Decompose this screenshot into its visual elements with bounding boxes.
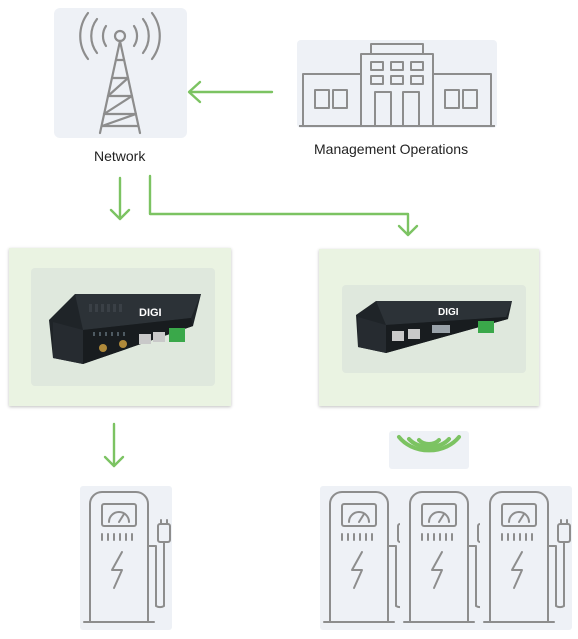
right-router-panel: DIGI [342,285,526,373]
left-router-image: DIGI [49,294,201,364]
right-router-box: DIGI [319,249,539,406]
left-router-box: DIGI [9,248,231,406]
left-router-brand: DIGI [139,307,162,319]
ev-charger-3 [480,486,572,630]
right-router-brand: DIGI [438,307,459,318]
ev-charger-group [320,486,572,630]
arrow-left-device-to-charger [103,422,125,468]
network-label: Network [94,148,146,164]
ev-charger-2 [400,486,492,630]
right-router-image: DIGI [356,301,512,353]
building-icon [297,40,497,128]
arrow-management-to-network [187,80,274,104]
ev-charger-single [80,486,172,630]
wireless-signal-icon [389,431,469,469]
cell-tower-icon [54,8,187,138]
arrow-network-to-right-device [148,174,419,237]
left-router-panel: DIGI [31,268,215,386]
management-operations-label: Management Operations [314,141,469,157]
ev-charger-1 [320,486,412,630]
arrow-network-to-left-device [109,176,131,221]
